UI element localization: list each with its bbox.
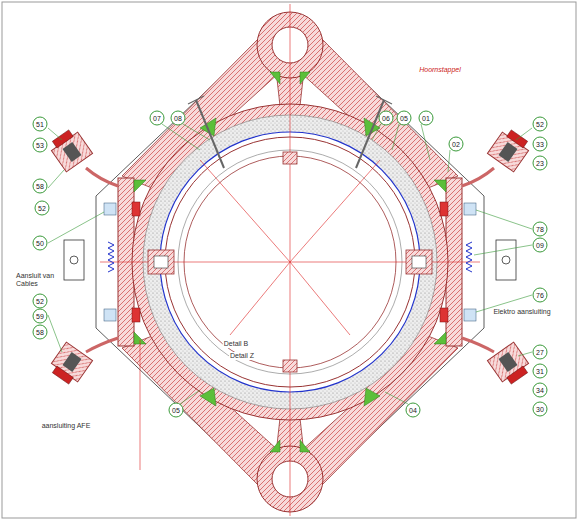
callout-number: 06	[379, 111, 394, 126]
callout-number: 30	[533, 402, 548, 417]
callout-number: 33	[533, 137, 548, 152]
callout-number: 04	[406, 403, 421, 418]
callout-number: 53	[33, 138, 48, 153]
drawing-note: Detail B	[223, 340, 250, 348]
callout-number: 02	[449, 137, 464, 152]
callout-number: 08	[171, 111, 186, 126]
callout-number: 50	[33, 236, 48, 251]
drawing-note: Elektro aansluiting	[492, 308, 551, 316]
callout-number: 05	[169, 403, 184, 418]
drawing-note: Aansluit van Cables	[15, 272, 61, 288]
callout-number: 52	[533, 117, 548, 132]
callout-number: 07	[150, 111, 165, 126]
callout-number: 51	[33, 117, 48, 132]
callout-number: 58	[33, 179, 48, 194]
callout-number: 58	[33, 325, 48, 340]
callout-number: 09	[533, 238, 548, 253]
drawing-note: Detail Z	[229, 352, 255, 360]
callout-number: 78	[533, 222, 548, 237]
callout-number: 34	[533, 383, 548, 398]
callout-number: 23	[533, 156, 548, 171]
drawing-note: aansluiting AFE	[41, 422, 92, 430]
callout-number: 52	[33, 294, 48, 309]
callout-number: 05	[397, 111, 412, 126]
drawing-note: Hoornstappel	[418, 66, 462, 74]
callout-number: 01	[419, 111, 434, 126]
callout-number: 76	[533, 288, 548, 303]
callout-number: 52	[35, 201, 50, 216]
callout-number: 59	[33, 309, 48, 324]
callout-number: 27	[533, 345, 548, 360]
callout-number: 31	[533, 364, 548, 379]
